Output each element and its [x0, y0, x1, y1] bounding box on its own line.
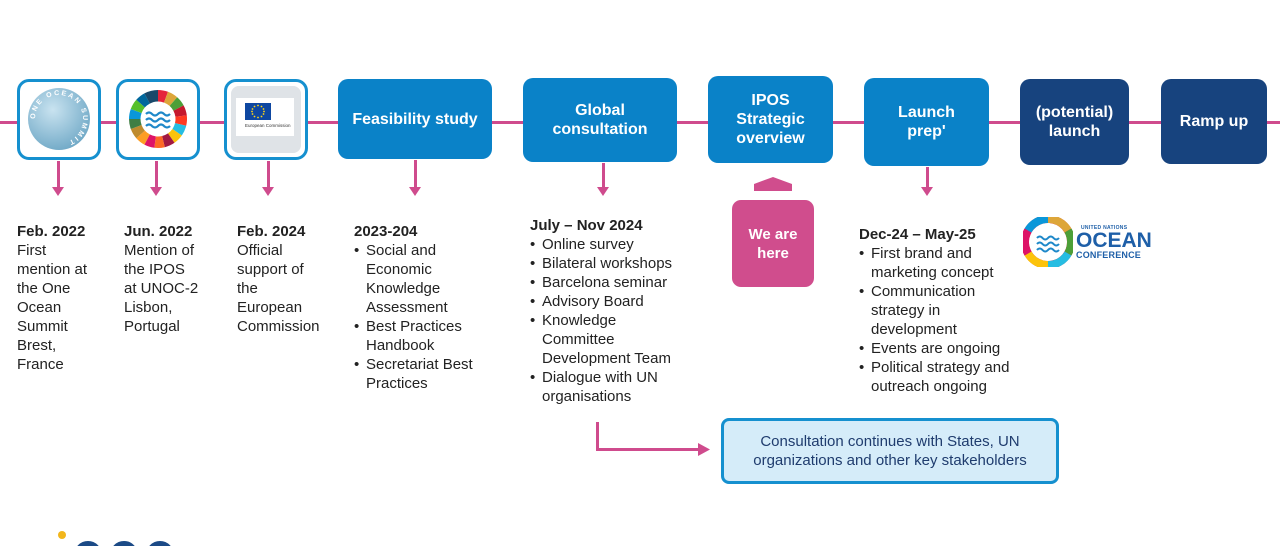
list-item: Online survey	[530, 235, 695, 254]
list-item: Dialogue with UN organisations	[530, 368, 672, 406]
ipos-logo-dot	[58, 531, 66, 539]
list-item: Social and Economic Knowledge Assessment	[354, 241, 486, 317]
note-connector-vertical	[596, 422, 599, 451]
one-ocean-summit-logo: ONE OCEAN SUMMIT	[17, 79, 101, 160]
milestone-text-line: Commission	[237, 318, 320, 335]
list-item: Knowledge Committee Development Team	[530, 311, 672, 368]
milestone-date: Jun. 2022	[124, 223, 193, 240]
arrow-down-jul2024	[597, 163, 609, 196]
arrow-down-feb2024	[262, 161, 274, 196]
we-are-here-badge: We are here	[732, 200, 814, 287]
step-global-consultation: Global consultation	[523, 78, 677, 162]
milestone-date: 2023-204	[354, 223, 418, 240]
milestone-text-line: Brest,	[17, 337, 57, 354]
milestone-2023: 2023-204 Social and Economic Knowledge A…	[354, 222, 486, 393]
milestone-text-line: Lisbon,	[124, 299, 173, 316]
milestone-text-line: the IPOS	[124, 261, 185, 278]
milestone-feb2024: Feb. 2024 Official support of the Europe…	[237, 222, 337, 336]
milestone-text-line: the One	[17, 280, 71, 297]
un-sdg-wheel-logo	[116, 79, 200, 160]
list-item: Communication strategy in development	[859, 282, 999, 339]
milestone-text-line: Summit	[17, 318, 68, 335]
list-item: Barcelona seminar	[530, 273, 695, 292]
european-commission-logo: European Commission	[224, 79, 308, 160]
list-item: Events are ongoing	[859, 339, 1024, 358]
milestone-text-line: support of	[237, 261, 304, 278]
note-connector-horizontal	[596, 448, 700, 451]
consultation-note: Consultation continues with States, UN o…	[721, 418, 1059, 484]
note-arrow-right-icon	[698, 443, 710, 456]
milestone-text-line: Mention of	[124, 242, 195, 259]
un-ocean-main-text: OCEAN	[1076, 229, 1152, 252]
milestone-text-line: Portugal	[124, 318, 180, 335]
ipos-logo-arc	[110, 541, 138, 546]
step-launch-prep: Launch prep'	[864, 78, 989, 166]
milestone-text-line: First	[17, 242, 47, 259]
milestone-jul2024: July – Nov 2024 Online survey Bilateral …	[530, 216, 695, 406]
list-item: Advisory Board	[530, 292, 695, 311]
list-item: Secretariat Best Practices	[354, 355, 486, 393]
milestone-text-line: Official	[237, 242, 283, 259]
milestone-text-line: Ocean	[17, 299, 62, 316]
milestone-text-line: the	[237, 280, 258, 297]
milestone-date: Feb. 2024	[237, 223, 306, 240]
arrow-down-feb2022	[52, 161, 64, 196]
milestone-jun2022: Jun. 2022 Mention of the IPOS at UNOC-2 …	[124, 222, 224, 336]
un-ocean-top-text: UNITED NATIONS	[1081, 225, 1128, 231]
milestone-date: July – Nov 2024	[530, 217, 643, 234]
arrow-down-jun2022	[150, 161, 162, 196]
list-item: Best Practices Handbook	[354, 317, 486, 355]
ipos-logo-arc	[146, 541, 174, 546]
list-item: First brand and marketing concept	[859, 244, 1011, 282]
list-item: Political strategy and outreach ongoing	[859, 358, 1026, 396]
list-item: Bilateral workshops	[530, 254, 695, 273]
step-potential-launch: (potential) launch	[1020, 79, 1129, 165]
milestone-feb2022: Feb. 2022 First mention at the One Ocean…	[17, 222, 112, 374]
arrow-down-dec2024	[921, 167, 933, 196]
milestone-dec2024: Dec-24 – May-25 First brand and marketin…	[859, 225, 1024, 396]
ipos-logo-partial	[52, 528, 182, 546]
ipos-logo-arc	[74, 541, 102, 546]
milestone-date: Dec-24 – May-25	[859, 226, 976, 243]
step-ramp-up: Ramp up	[1161, 79, 1267, 164]
milestone-text-line: mention at	[17, 261, 88, 278]
milestone-date: Feb. 2022	[17, 223, 86, 240]
milestone-text-line: at UNOC-2	[124, 280, 199, 297]
european-commission-text: European Commission	[245, 123, 291, 128]
step-ipos-strategic-overview: IPOS Strategic overview	[708, 76, 833, 163]
milestone-text-line: European	[237, 299, 303, 316]
we-are-here-arrow-up-icon	[754, 177, 792, 191]
un-ocean-sub-text: CONFERENCE	[1076, 250, 1142, 260]
arrow-down-2023	[409, 160, 421, 196]
step-feasibility-study: Feasibility study	[338, 79, 492, 159]
un-ocean-conference-logo: UNITED NATIONS OCEAN CONFERENCE	[1023, 217, 1152, 269]
milestone-text-line: France	[17, 356, 64, 373]
